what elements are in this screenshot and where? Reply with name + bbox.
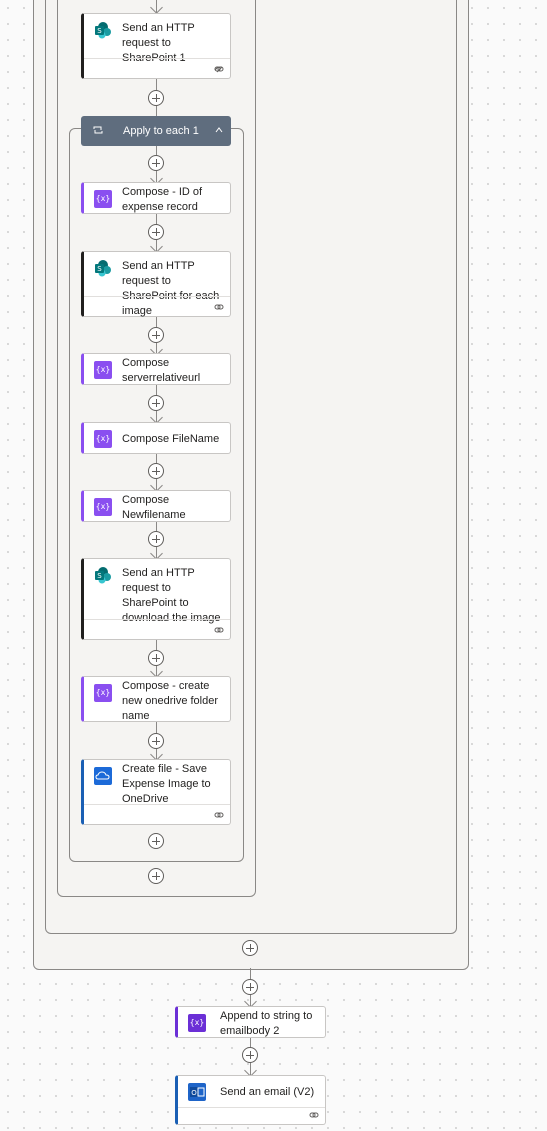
compose-icon: {x} <box>94 498 112 516</box>
connector-line <box>156 0 157 14</box>
card-title: Compose - ID of expense record <box>122 186 203 213</box>
variable-icon: {x} <box>188 1014 206 1032</box>
compose-icon: {x} <box>94 430 112 448</box>
card-footer <box>84 58 230 78</box>
add-step-button[interactable] <box>148 463 164 479</box>
card-title: Create file - Save Expense Image to OneD… <box>122 763 211 805</box>
add-step-button[interactable] <box>148 733 164 749</box>
add-step-button[interactable] <box>148 650 164 666</box>
card-footer <box>84 296 230 316</box>
card-title: Compose Newfilename <box>122 494 186 521</box>
outlook-icon: O <box>188 1083 206 1101</box>
action-card-compose-folder[interactable]: {x} Compose - create new onedrive folder… <box>81 676 231 722</box>
add-step-button[interactable] <box>148 90 164 106</box>
action-card-create-file-onedrive[interactable]: Create file - Save Expense Image to OneD… <box>81 759 231 825</box>
chevron-up-icon[interactable] <box>215 126 223 134</box>
svg-text:S: S <box>97 265 102 273</box>
svg-text:O: O <box>191 1089 197 1097</box>
add-step-button[interactable] <box>148 155 164 171</box>
action-card-compose-id[interactable]: {x} Compose - ID of expense record <box>81 182 231 214</box>
onedrive-icon <box>94 767 112 785</box>
loop-icon <box>93 126 103 134</box>
card-footer <box>84 619 230 639</box>
action-card-compose-filename[interactable]: {x} Compose FileName <box>81 422 231 454</box>
add-step-button[interactable] <box>148 833 164 849</box>
add-step-button[interactable] <box>242 979 258 995</box>
compose-icon: {x} <box>94 190 112 208</box>
action-card-send-email[interactable]: O Send an email (V2) <box>175 1075 326 1125</box>
add-step-button[interactable] <box>242 940 258 956</box>
card-title: Compose - create new onedrive folder nam… <box>122 680 219 722</box>
compose-icon: {x} <box>94 361 112 379</box>
add-step-button[interactable] <box>148 868 164 884</box>
action-card-append-to-string[interactable]: {x} Append to string to emailbody 2 <box>175 1006 326 1038</box>
action-card-sharepoint-download[interactable]: S Send an HTTP request to SharePoint to … <box>81 558 231 640</box>
action-card-compose-newfilename[interactable]: {x} Compose Newfilename <box>81 490 231 522</box>
action-card-sharepoint-1[interactable]: S Send an HTTP request to SharePoint 1 <box>81 13 231 79</box>
sharepoint-icon: S <box>95 22 111 39</box>
link-icon[interactable] <box>214 625 224 635</box>
action-card-compose-serverrelativeurl[interactable]: {x} Compose serverrelativeurl <box>81 353 231 385</box>
card-footer <box>178 1107 325 1124</box>
add-step-button[interactable] <box>242 1047 258 1063</box>
add-step-button[interactable] <box>148 531 164 547</box>
svg-text:S: S <box>97 572 102 580</box>
action-card-sharepoint-each-image[interactable]: S Send an HTTP request to SharePoint for… <box>81 251 231 317</box>
card-title: Compose serverrelativeurl <box>122 357 201 384</box>
link-icon[interactable] <box>214 64 224 74</box>
add-step-button[interactable] <box>148 327 164 343</box>
compose-icon: {x} <box>94 684 112 702</box>
sharepoint-icon: S <box>95 567 111 584</box>
card-footer <box>84 804 230 824</box>
link-icon[interactable] <box>214 810 224 820</box>
add-step-button[interactable] <box>148 224 164 240</box>
link-icon[interactable] <box>309 1110 319 1120</box>
card-title: Compose FileName <box>122 433 220 445</box>
add-step-button[interactable] <box>148 395 164 411</box>
card-title: Send an email (V2) <box>220 1086 315 1098</box>
link-icon[interactable] <box>214 302 224 312</box>
card-title: Append to string to emailbody 2 <box>220 1010 313 1037</box>
sharepoint-icon: S <box>95 260 111 277</box>
svg-text:S: S <box>97 27 102 35</box>
card-title: Send an HTTP request to SharePoint to do… <box>122 567 221 624</box>
apply-to-each-header[interactable]: Apply to each 1 <box>81 116 231 146</box>
apply-to-each-title: Apply to each 1 <box>123 125 199 137</box>
